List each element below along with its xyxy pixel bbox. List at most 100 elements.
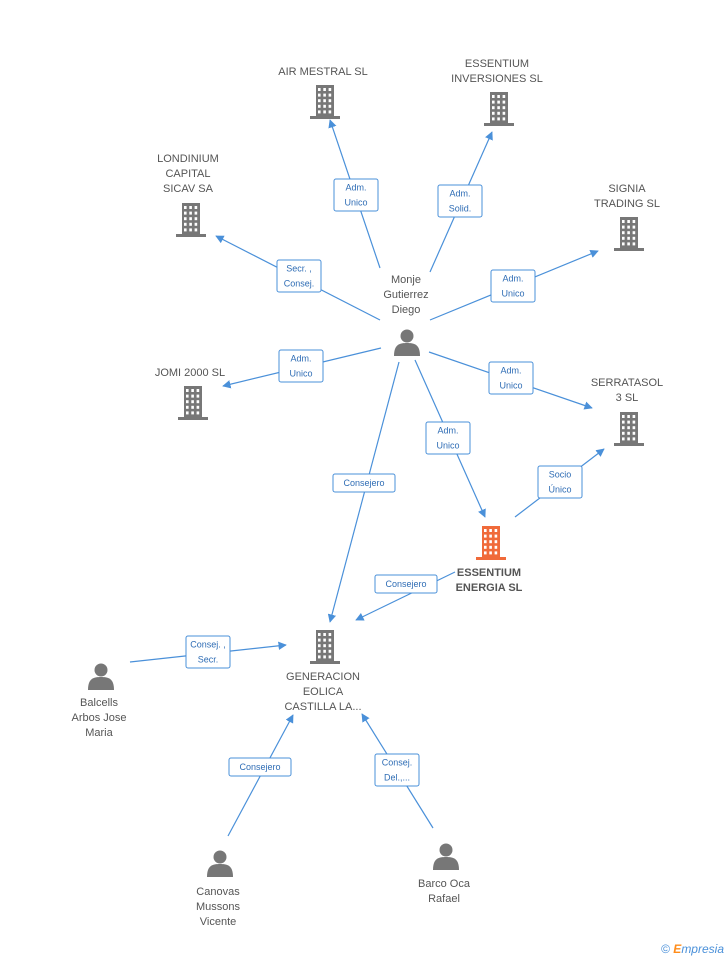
edge-label-text: Solid. [449, 204, 472, 214]
empresia-logo[interactable]: © Empresia [661, 942, 724, 956]
edge-label-text: Adm. [437, 426, 458, 436]
building-icon [310, 630, 340, 664]
node-label: ENERGIA SL [456, 582, 523, 594]
node-label: TRADING SL [594, 198, 660, 210]
edge-label-text: Unico [344, 198, 367, 208]
edge-label-text: Socio [549, 470, 572, 480]
node-label: Mussons [196, 901, 241, 913]
edge-label-box [374, 753, 420, 787]
building-icon [176, 203, 206, 237]
node-label: Diego [392, 304, 421, 316]
node-label: EOLICA [303, 686, 344, 698]
edge-label-text: Adm. [500, 366, 521, 376]
copyright-symbol: © [661, 942, 670, 956]
node-label: Barco Oca [418, 878, 471, 890]
node-label: 3 SL [616, 392, 639, 404]
edge-label-box [425, 421, 471, 455]
edge-label-box [437, 184, 483, 218]
node-label: ESSENTIUM [465, 58, 529, 70]
edge-label-monje-signia[interactable]: Adm.Unico [490, 269, 536, 303]
edge-label-text: Adm. [449, 189, 470, 199]
edge-label-text: Adm. [345, 183, 366, 193]
edge-label-monje-jomi[interactable]: Adm. Unico [278, 349, 324, 383]
edge-label-box [488, 361, 534, 395]
edge-label-text: Consejero [343, 478, 384, 488]
edge-label-text: Unico [436, 441, 459, 451]
edge-label-monje-serratasol[interactable]: Adm. Unico [488, 361, 534, 395]
edge-label-text: Secr. , [286, 264, 312, 274]
edge-label-monje-essinv[interactable]: Adm. Solid. [437, 184, 483, 218]
edge-label-text: Adm. [290, 354, 311, 364]
person-icon [207, 850, 233, 877]
edge-label-text: Consej. [284, 279, 315, 289]
building-icon [614, 217, 644, 251]
edge-label-text: Consej. [382, 758, 413, 768]
node-label: Gutierrez [383, 289, 428, 301]
edge-label-box [332, 473, 396, 493]
edge-label-box [228, 757, 292, 777]
node-label: Maria [85, 727, 113, 739]
edge-label-monje-energia[interactable]: Adm. Unico [425, 421, 471, 455]
edge-label-monje-londinium[interactable]: Secr. , Consej. [276, 259, 322, 293]
node-label: LONDINIUM [157, 153, 219, 165]
node-jomi[interactable]: JOMI 2000 SL [155, 367, 225, 420]
node-essentium-inversiones[interactable]: ESSENTIUM INVERSIONES SL [451, 58, 543, 126]
edge-label-text: Del.,... [384, 773, 410, 783]
building-icon [310, 85, 340, 119]
edge-label-box [490, 269, 536, 303]
edge-label-canovas-generacion[interactable]: Consejero [228, 757, 292, 777]
building-icon [476, 526, 506, 560]
person-icon [394, 329, 420, 356]
edge-label-box [185, 635, 231, 669]
node-label: CAPITAL [165, 168, 210, 180]
edge-label-barco-generacion[interactable]: Consej. Del.,... [374, 753, 420, 787]
edge-label-text: Unico [289, 369, 312, 379]
edge-label-energia-generacion[interactable]: Consejero [374, 574, 438, 594]
node-label: AIR MESTRAL SL [278, 66, 367, 78]
edge-label-box [278, 349, 324, 383]
node-label: Canovas [196, 886, 240, 898]
building-icon [178, 386, 208, 420]
edge-label-text: Consej. , [190, 640, 226, 650]
edge-label-text: Único [548, 485, 571, 495]
node-label: Vicente [200, 916, 237, 928]
node-label: Arbos Jose [71, 712, 126, 724]
edge-label-balcells-generacion[interactable]: Consej. , Secr. [185, 635, 231, 669]
edge-energia-generacion [355, 571, 456, 621]
brand-name: mpresia [681, 942, 724, 956]
node-londinium[interactable]: LONDINIUM CAPITAL SICAV SA [157, 153, 219, 237]
edge-label-box [276, 259, 322, 293]
edge-label-box [374, 574, 438, 594]
edge-label-monje-generacion[interactable]: Consejero [332, 473, 396, 493]
edge-label-box [333, 178, 379, 212]
edge-label-text: Secr. [198, 655, 219, 665]
person-icon [433, 843, 459, 870]
node-label: ESSENTIUM [457, 567, 521, 579]
node-label: JOMI 2000 SL [155, 367, 225, 379]
edge-label-monje-air[interactable]: Adm. Unico [333, 178, 379, 212]
node-label: SERRATASOL [591, 377, 663, 389]
node-label: Balcells [80, 697, 118, 709]
edge-label-text: Unico [499, 381, 522, 391]
node-air-mestral[interactable]: AIR MESTRAL SL [278, 66, 368, 119]
edge-label-text: Adm. [502, 274, 523, 284]
edge-label-text: Consejero [385, 579, 426, 589]
node-label: CASTILLA LA... [284, 701, 361, 713]
edge-label-box [537, 465, 583, 499]
node-essentium-energia[interactable]: ESSENTIUM ENERGIA SL [456, 526, 523, 594]
node-serratasol[interactable]: SERRATASOL 3 SL [591, 377, 663, 446]
person-icon [88, 663, 114, 690]
node-label: INVERSIONES SL [451, 73, 543, 85]
node-label: GENERACION [286, 671, 360, 683]
node-label: Monje [391, 274, 421, 286]
building-icon [614, 412, 644, 446]
node-generacion[interactable]: GENERACION EOLICA CASTILLA LA... [284, 630, 362, 713]
node-label: SICAV SA [163, 183, 214, 195]
